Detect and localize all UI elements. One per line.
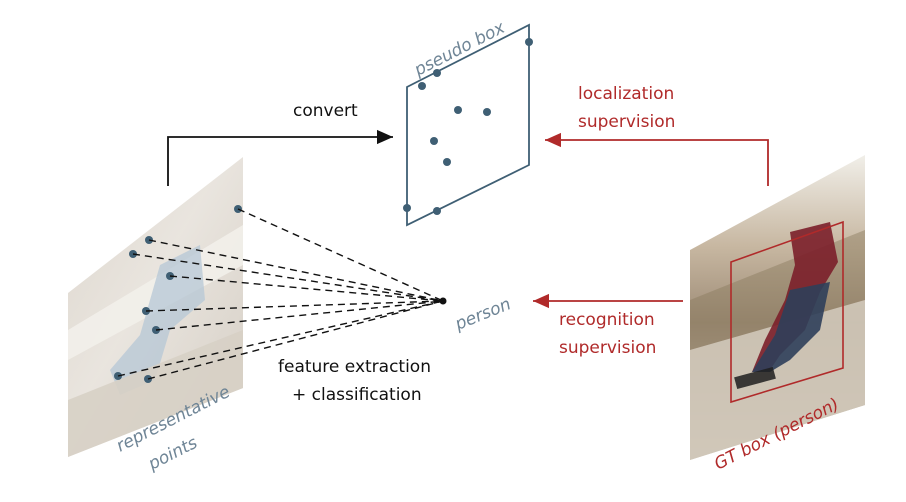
- convert-arrow: [167, 129, 393, 186]
- feature-dashed-lines: [117, 208, 444, 380]
- right-image-panel: [690, 155, 865, 460]
- feature-label-line2: + classification: [292, 385, 422, 405]
- classification-point: [439, 297, 447, 305]
- recognition-label-line1: recognition: [559, 310, 655, 330]
- person-label: person: [451, 294, 513, 335]
- localization-arrow: [545, 132, 769, 186]
- left-image-panel: [68, 157, 243, 457]
- pseudo-box: [403, 23, 533, 227]
- localization-label-line1: localization: [578, 84, 674, 104]
- gt-box: [730, 220, 844, 404]
- convert-label: convert: [293, 101, 358, 121]
- pseudo-box-label: pseudo box: [410, 17, 509, 81]
- feature-label-line1: feature extraction: [278, 357, 431, 377]
- recognition-label-line2: supervision: [559, 338, 656, 358]
- localization-label-line2: supervision: [578, 112, 675, 132]
